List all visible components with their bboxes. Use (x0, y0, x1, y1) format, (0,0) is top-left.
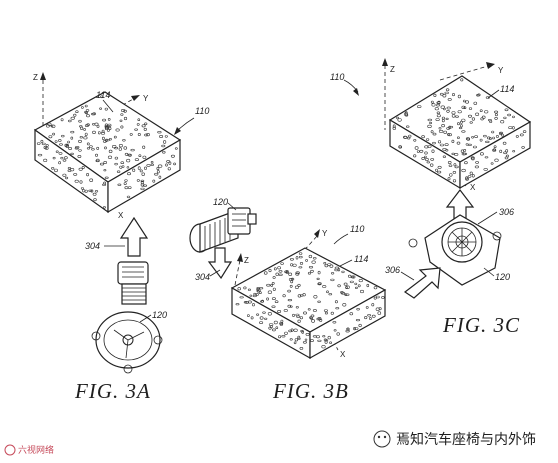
fig3a-foam-dots (36, 95, 178, 209)
fig3a-axis-z: Z (33, 73, 38, 82)
watermark-right: 焉知汽车座椅与内外饰 (373, 430, 536, 448)
fig3a-label-110: 110 (195, 106, 209, 116)
watermark-left: 六视网络 (4, 444, 54, 456)
fig3a-label-114: 114 (96, 90, 110, 100)
fig3b-label-120: 120 (213, 197, 228, 207)
fig3a-fan-assembly: 304 120 (85, 216, 167, 374)
fig3a-axis-x: X (118, 211, 124, 220)
watermark-right-text: 焉知汽车座椅与内外饰 (396, 431, 536, 448)
fig3c-label-114: 114 (500, 84, 514, 94)
fig3c-fan-assembly: 306 120 306 (385, 189, 514, 299)
fig3a-label-304: 304 (85, 241, 100, 251)
fig3c-label-110: 110 (330, 72, 344, 82)
fig3b-caption: FIG. 3B (272, 379, 349, 403)
fig3b-foam-dots (235, 252, 385, 350)
fig3c-axis-z: Z (390, 65, 395, 74)
fig3c-caption: FIG. 3C (442, 313, 520, 337)
fig3b-label-304: 304 (195, 272, 210, 282)
fig3b-axis-z: Z (244, 256, 249, 265)
fig3a-block: Z Y X 114 110 (33, 72, 209, 220)
wechat-icon (373, 430, 391, 448)
fig3a-label-120: 120 (152, 310, 167, 320)
fig3b-blower: 120 304 (189, 197, 257, 282)
fig3c-axis-x: X (470, 183, 476, 192)
fig3b-label-114: 114 (354, 254, 368, 264)
fig3c-label-120: 120 (495, 272, 510, 282)
fig3c-label-306-arrow: 306 (385, 265, 400, 275)
fig3c-axis-y: Y (498, 66, 504, 75)
fig3c-label-306-top: 306 (499, 207, 514, 217)
fig3c-block: 110 Z Y X 114 (330, 58, 532, 192)
fig3a-caption: FIG. 3A (74, 379, 151, 403)
fig3b-axis-y: Y (322, 229, 328, 238)
fig3c-foam-dots (392, 78, 527, 183)
fig3b-block: Z Y X 110 114 (230, 224, 387, 360)
fig3b-axis-x: X (340, 350, 346, 359)
fig3a-axis-y: Y (143, 94, 149, 103)
fig3b-label-110: 110 (350, 224, 364, 234)
watermark-left-text: 六视网络 (18, 444, 54, 456)
